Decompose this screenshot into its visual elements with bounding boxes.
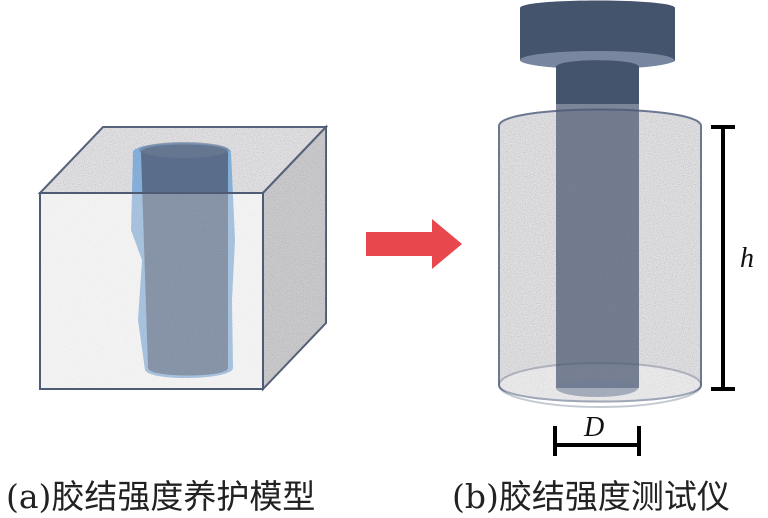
press-head [520, 0, 675, 104]
caption-curing-model: (a)胶结强度养护模型 [6, 477, 316, 516]
height-label: h [740, 243, 754, 274]
caption-strength-tester: (b)胶结强度测试仪 [452, 477, 730, 516]
diameter-label: D [583, 412, 604, 443]
cube-front-face [39, 192, 264, 390]
right-arrow-icon [366, 219, 462, 269]
strength-tester: h D [498, 0, 754, 456]
core-bar [556, 100, 639, 388]
curing-model-cube [37, 124, 329, 392]
height-dimension: h [711, 125, 754, 391]
diameter-dimension: D [553, 412, 641, 456]
